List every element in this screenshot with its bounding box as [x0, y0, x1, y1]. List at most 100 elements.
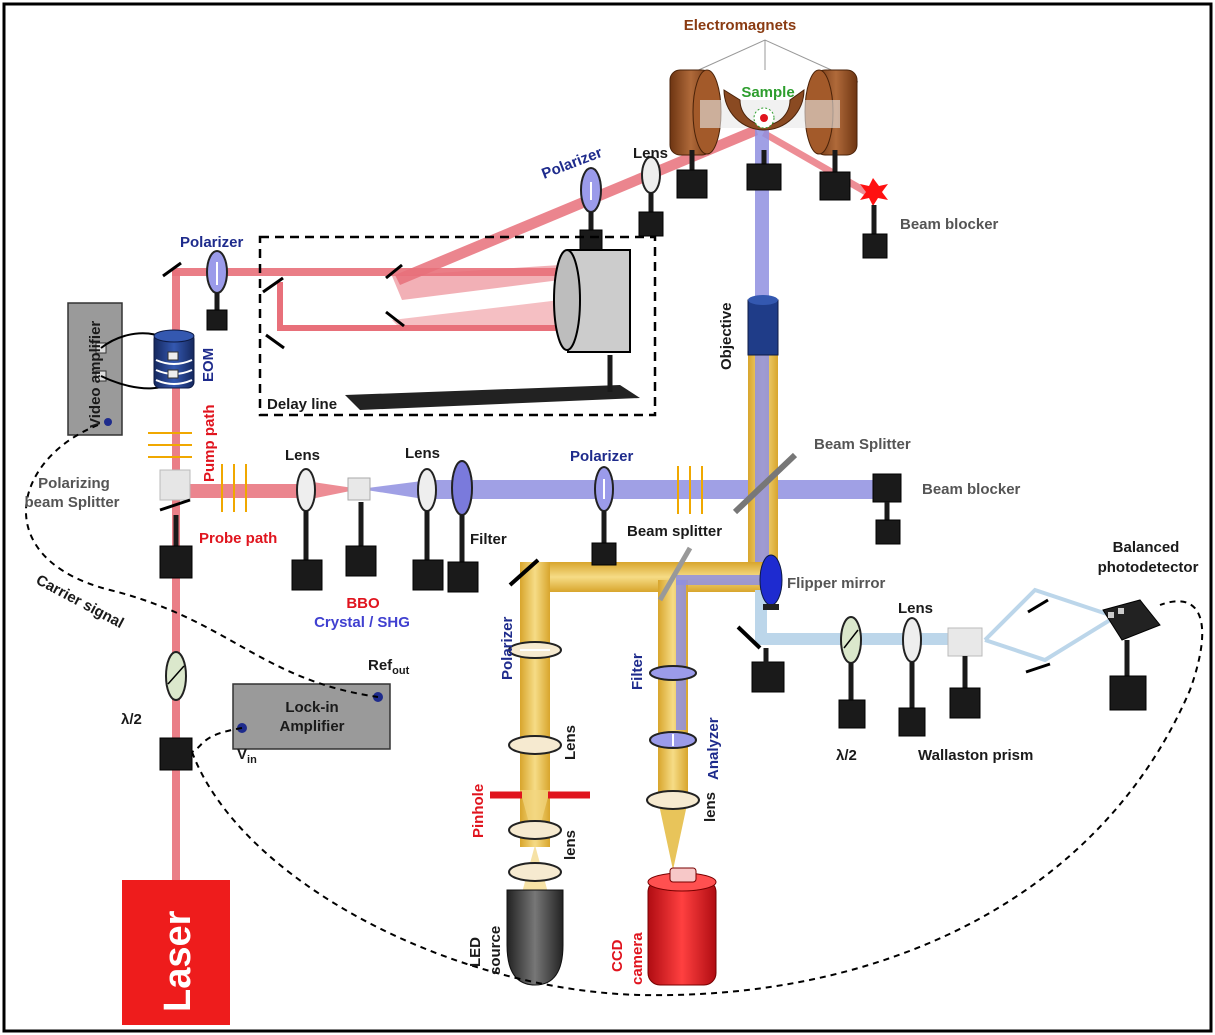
polarizing-beam-splitter — [159, 469, 191, 501]
led-source-label-1: LED — [467, 937, 484, 967]
led-source-label-2: source — [487, 926, 504, 975]
lockin-label-2: Amplifier — [279, 718, 344, 735]
polarizer-delay-label: Polarizer — [180, 234, 244, 251]
beam-splitter-top — [732, 452, 798, 515]
pump-path-label: Pump path — [201, 405, 218, 483]
led-mirror — [508, 558, 540, 587]
balanced-label-2: photodetector — [1098, 559, 1199, 576]
magnet-yoke — [723, 89, 805, 131]
lens-2 — [417, 468, 437, 512]
v-in-label: Vin — [237, 746, 257, 766]
pinhole-label: Pinhole — [470, 784, 487, 838]
lens-top — [641, 156, 661, 194]
pump-beam-to-sample — [395, 125, 758, 285]
objective-label: Objective — [718, 302, 735, 370]
analyzer-label: Analyzer — [705, 717, 722, 780]
probe-beam-red — [176, 484, 306, 498]
ccd-label-2: camera — [629, 932, 646, 985]
lens-led-1 — [508, 735, 562, 755]
bbo-label: BBO — [346, 595, 380, 612]
beam-blocker-top-label: Beam blocker — [900, 216, 999, 233]
magnet-mounts — [676, 150, 851, 201]
filter-ccd-label: Filter — [629, 653, 646, 690]
delay-return-beam — [277, 282, 590, 331]
beam-splitter-mid-label: Beam splitter — [627, 523, 722, 540]
signal-cables — [25, 424, 1204, 997]
eom-label: EOM — [200, 348, 217, 382]
filter-blue-label: Filter — [470, 531, 507, 548]
lens-right — [902, 617, 922, 663]
lock-in-amplifier-box — [232, 683, 391, 750]
probe-path-label: Probe path — [199, 530, 277, 547]
polarizer-led-label: Polarizer — [499, 616, 516, 680]
ccd-focus-cone — [658, 800, 688, 870]
polarizing-bs-label-1: Polarizing — [38, 475, 110, 492]
lens-right-label: Lens — [898, 600, 933, 617]
detector-beam-down — [755, 590, 767, 645]
video-amplifier-box — [67, 302, 123, 436]
ref-out-label: Refout — [368, 657, 410, 677]
ccd-label-1: CCD — [609, 939, 626, 972]
delay-cone-lower — [392, 300, 560, 330]
lens-1-label: Lens — [285, 447, 320, 464]
probe-focus-cone — [306, 481, 360, 500]
beam-blocker-right — [872, 473, 902, 503]
lens-led-2-label: lens — [562, 830, 579, 860]
flipper-mirror-label: Flipper mirror — [787, 575, 886, 592]
half-wave-right-label: λ/2 — [836, 747, 857, 764]
delay-line-label: Delay line — [267, 396, 337, 413]
balanced-photodetector — [1102, 599, 1161, 711]
electromagnets-label: Electromagnets — [684, 17, 797, 34]
crystal-shg-label: Crystal / SHG — [314, 614, 410, 631]
pinhole-cone-top — [520, 790, 550, 845]
led-source — [506, 889, 564, 986]
lens-led-2b — [508, 862, 562, 882]
lens-ccd-label: lens — [702, 792, 719, 822]
detector-beam-horizontal — [755, 633, 975, 645]
lens-1 — [296, 468, 316, 512]
shg-cone — [360, 480, 430, 500]
half-wave-left-label: λ/2 — [121, 711, 142, 728]
objective-lens — [747, 295, 779, 356]
pump-polarization-arrows — [148, 432, 192, 458]
probe-to-ccd — [676, 580, 686, 730]
delay-line-box — [258, 235, 657, 417]
beam-splitter-lower-mount — [159, 737, 193, 771]
video-amplifier-label: Video amplifier — [87, 321, 104, 428]
probe-beam-blue — [430, 480, 880, 499]
lens-top-label: Lens — [633, 145, 668, 162]
flipper-mirror — [759, 554, 783, 606]
retroreflector — [553, 249, 631, 353]
lens-led-2a — [508, 820, 562, 840]
wallaston-prism — [947, 627, 983, 657]
beam-splitter-top-label: Beam Splitter — [814, 436, 911, 453]
probe-to-ccd-horizontal — [676, 575, 771, 585]
wollaston-split-upper — [983, 587, 1111, 642]
flipper-mount — [751, 661, 785, 693]
lens-2-label: Lens — [405, 445, 440, 462]
beam-blocker-spark — [860, 178, 888, 206]
beam-blocker-right-label: Beam blocker — [922, 481, 1021, 498]
filter-blue — [451, 460, 473, 516]
lens-ccd — [646, 790, 700, 810]
wallaston-prism-label: Wallaston prism — [918, 747, 1033, 764]
wollaston-split-lower — [984, 618, 1112, 663]
laser-box — [122, 880, 230, 1025]
balanced-label-1: Balanced — [1113, 539, 1180, 556]
bbo-crystal — [347, 477, 371, 501]
eom-crystal — [153, 329, 195, 389]
laser-label: Laser — [157, 910, 199, 1012]
lens-led-1-label: Lens — [562, 725, 579, 760]
probe-polarization-arrows — [221, 464, 703, 514]
filter-ccd — [649, 665, 697, 681]
lockin-label-1: Lock-in — [285, 699, 338, 716]
delay-cone-upper — [392, 265, 560, 300]
ccd-camera — [647, 867, 717, 986]
pump-beam-top — [172, 268, 582, 276]
labels-layer: Electromagnets Sample Beam blocker Lens … — [24, 17, 1198, 1012]
sample-label: Sample — [741, 84, 794, 101]
polarizer-blue-label: Polarizer — [570, 448, 634, 465]
